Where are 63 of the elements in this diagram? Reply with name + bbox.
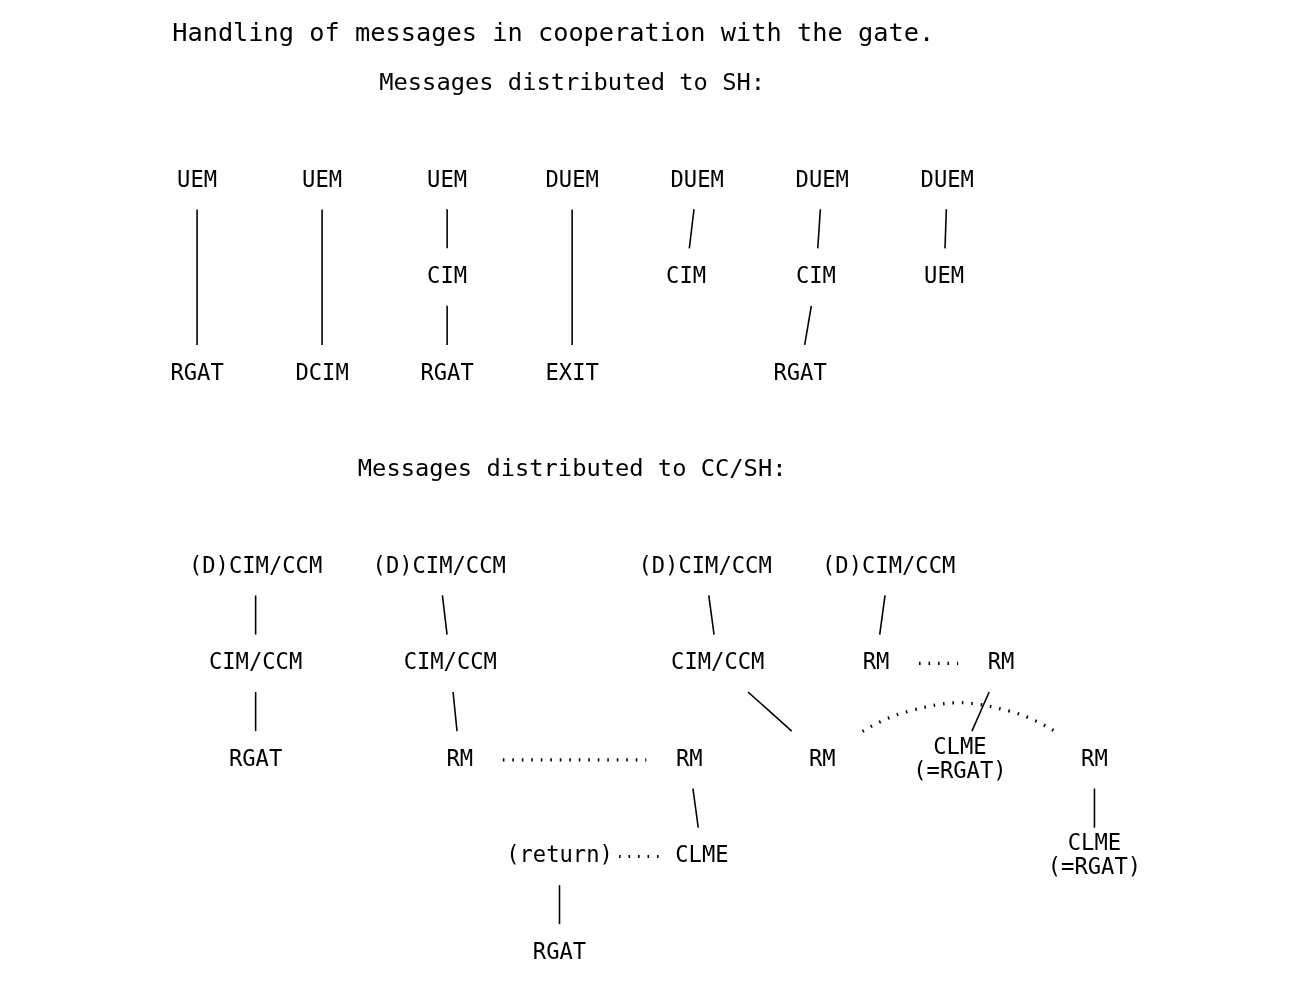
connector [254, 691, 256, 732]
connector [1093, 787, 1095, 829]
node-text: UEM [301, 165, 342, 192]
connector [861, 701, 1056, 733]
connector [254, 594, 256, 636]
node-text: CIM [665, 262, 706, 289]
node-text: RM [808, 744, 836, 771]
node-text: (D)CIM/CCM [188, 551, 322, 578]
node-text: RM [1080, 744, 1108, 771]
node-text: RGAT [772, 358, 827, 385]
node-text: CIM/CCM [208, 648, 302, 675]
label: Messages distributed to CC/SH: [357, 453, 786, 482]
node-text: DUEM [920, 165, 974, 192]
node-text: CIM [795, 262, 836, 289]
node-text: RGAT [419, 358, 474, 385]
node-text: (D)CIM/CCM [637, 551, 772, 578]
node-text: RM [675, 744, 703, 771]
connector [195, 208, 198, 346]
node-text: (return) [505, 841, 613, 868]
node-text: CLME [674, 841, 729, 868]
node-text: RM [862, 648, 889, 675]
node-text: RGAT [532, 937, 586, 964]
connector [445, 305, 448, 346]
node-text: CIM [426, 262, 467, 289]
node-text: UEM [426, 165, 467, 192]
connector [618, 854, 659, 859]
node-text: DUEM [544, 165, 599, 192]
connector [451, 691, 458, 732]
node-text: DCIM [294, 358, 349, 385]
node-text: RGAT [169, 358, 224, 385]
node-text: EXIT [544, 358, 599, 385]
connector [803, 305, 812, 346]
connector [445, 208, 448, 250]
connector [320, 208, 323, 346]
node-text: DUEM [795, 165, 849, 192]
connector [502, 758, 646, 762]
connector [441, 594, 448, 636]
node-label: (=RGAT) [912, 756, 1007, 783]
node-text: RM [987, 648, 1014, 675]
connector [878, 594, 886, 636]
connector [558, 884, 560, 925]
node-text: (D)CIM/CCM [821, 551, 955, 578]
node-text: RM [445, 744, 473, 771]
node-label: (=RGAT) [1047, 853, 1141, 880]
label: Messages distributed to SH: [378, 67, 765, 96]
connector [688, 208, 695, 250]
node-text: CLME [1067, 829, 1121, 856]
node-text: CIM/CCM [403, 648, 497, 675]
diagram-title: Handling of messages in cooperation with the gate. [171, 17, 934, 48]
node-text: RGAT [228, 744, 282, 771]
connector [816, 208, 821, 250]
node-text: DUEM [670, 165, 724, 192]
connector [570, 208, 573, 346]
node-text: UEM [176, 165, 217, 192]
node-text: (D)CIM/CCM [372, 551, 506, 578]
connector [746, 691, 792, 732]
node-text: UEM [923, 262, 964, 289]
connector [707, 594, 715, 636]
connector [970, 691, 990, 732]
connector [691, 787, 699, 829]
connector [943, 208, 947, 250]
node-text: CLME [932, 732, 987, 759]
node-text: CIM/CCM [670, 648, 764, 675]
